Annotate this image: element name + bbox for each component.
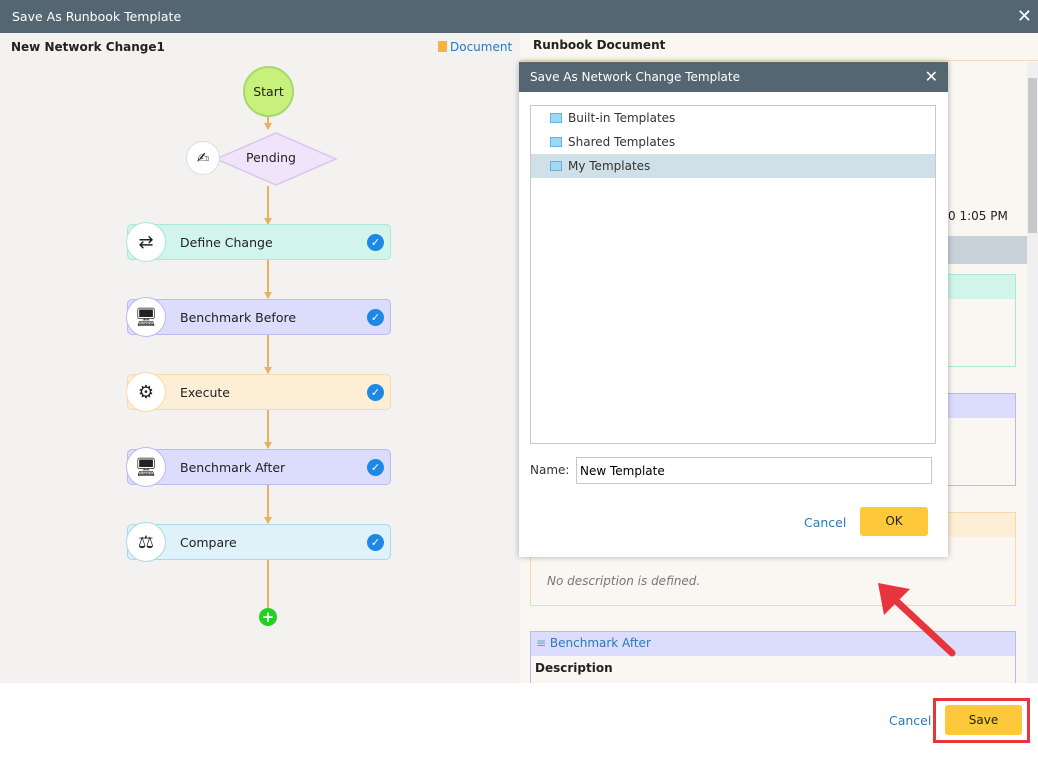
flow-step-benchmark-before[interactable]: 🖥 Benchmark Before ✓ [126, 297, 391, 337]
check-icon: ✓ [367, 234, 384, 251]
pending-label: Pending [246, 150, 296, 165]
start-node[interactable]: Start [243, 66, 294, 117]
step-label: Benchmark After [180, 460, 286, 475]
benchmark-icon: ≡ [536, 636, 547, 650]
folder-icon [550, 113, 562, 123]
folder-item[interactable]: Built-in Templates [531, 106, 935, 130]
gears-icon: ⚙ [126, 372, 166, 412]
save-template-dialog: Save As Network Change Template ✕ Built-… [519, 62, 948, 557]
dialog-cancel-button[interactable]: Cancel [804, 515, 847, 530]
window-titlebar: Save As Runbook Template [0, 0, 1038, 33]
dialog-titlebar: Save As Network Change Template ✕ [519, 62, 948, 92]
define-change-icon: ⇄ [126, 222, 166, 262]
name-input[interactable] [576, 457, 932, 484]
document-header: Runbook Document [520, 33, 1038, 61]
footer-cancel-button[interactable]: Cancel [889, 713, 932, 728]
ok-button[interactable]: OK [860, 507, 928, 536]
folder-icon [550, 161, 562, 171]
folder-icon [550, 137, 562, 147]
step-label: Execute [180, 385, 230, 400]
flow-step-define-change[interactable]: ⇄ Define Change ✓ [126, 222, 391, 262]
step-label: Define Change [180, 235, 273, 250]
folder-item[interactable]: Shared Templates [531, 130, 935, 154]
check-icon: ✓ [367, 384, 384, 401]
annotation-arrow [878, 583, 956, 657]
check-icon: ✓ [367, 309, 384, 326]
save-button[interactable]: Save [945, 705, 1022, 735]
dialog-title: Save As Network Change Template [530, 70, 740, 84]
benchmark-icon: 🖥 [126, 447, 166, 487]
step-label: Benchmark Before [180, 310, 297, 325]
check-icon: ✓ [367, 459, 384, 476]
close-icon[interactable]: ✕ [1016, 6, 1032, 27]
section-bar [948, 236, 1027, 264]
runbook-name: New Network Change1 [11, 40, 165, 54]
timestamp: 0 1:05 PM [948, 209, 1008, 223]
flow-step-compare[interactable]: ⚖ Compare ✓ [126, 522, 391, 562]
pencil-icon: ✍ [186, 141, 220, 175]
footer: Cancel Save [0, 683, 1038, 757]
benchmark-icon: 🖥 [126, 297, 166, 337]
folder-item[interactable]: My Templates [531, 154, 935, 178]
description-label: Description [535, 661, 613, 675]
scrollbar[interactable] [1027, 62, 1038, 683]
step-label: Compare [180, 535, 237, 550]
check-icon: ✓ [367, 534, 384, 551]
flow-step-execute[interactable]: ⚙ Execute ✓ [126, 372, 391, 412]
section-link[interactable]: Benchmark After [549, 636, 651, 650]
no-description-text: No description is defined. [547, 574, 701, 588]
add-step-icon[interactable]: + [259, 608, 277, 626]
annotation-highlight [933, 698, 1030, 743]
document-link[interactable]: Document [438, 40, 512, 54]
close-icon[interactable]: ✕ [924, 67, 938, 86]
name-label: Name: [530, 463, 570, 477]
window-title: Save As Runbook Template [12, 9, 182, 24]
pending-node[interactable] [214, 131, 338, 187]
flow-step-benchmark-after[interactable]: 🖥 Benchmark After ✓ [126, 447, 391, 487]
scale-icon: ⚖ [126, 522, 166, 562]
flow-panel: New Network Change1 Document Start Pendi… [0, 33, 520, 683]
document-icon [438, 41, 447, 52]
